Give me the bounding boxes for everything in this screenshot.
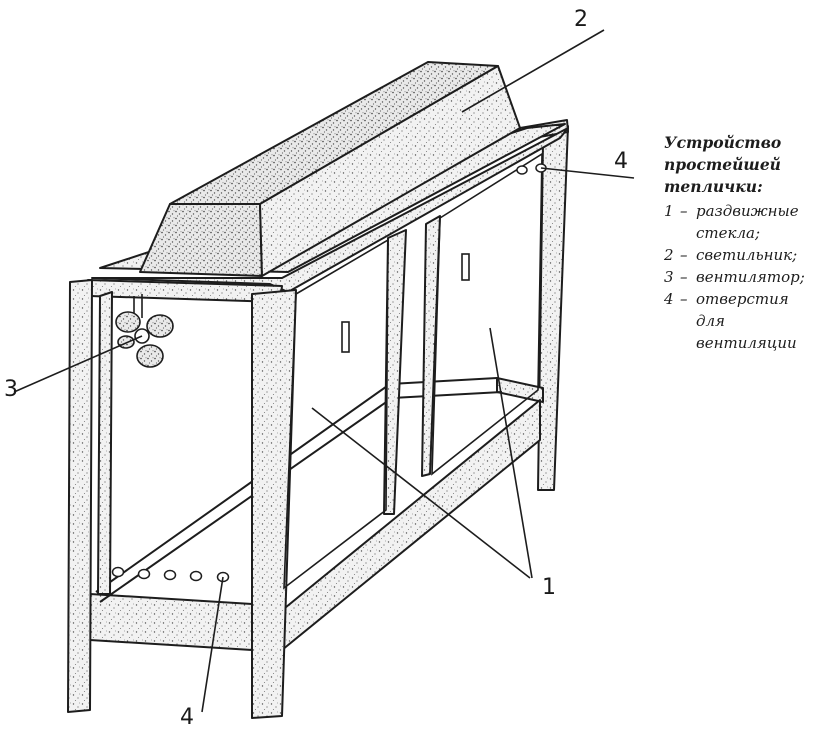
glass-panel-left <box>283 238 389 590</box>
callout-2: 2 <box>574 7 588 32</box>
front-top-rail <box>91 127 569 293</box>
glass-handle-left <box>341 321 350 353</box>
center-post-2 <box>421 215 441 477</box>
vent-holes-bottom <box>111 566 230 583</box>
legend-num: 2 <box>664 246 674 264</box>
callout-4-top: 4 <box>614 149 628 174</box>
legend-dash: – <box>680 290 688 308</box>
legend-text: светильник; <box>696 246 798 264</box>
callout-1: 1 <box>542 575 556 600</box>
front-bottom-rail <box>279 399 541 651</box>
callout-4-bottom: 4 <box>180 705 194 730</box>
legend-item-4: 4 – отверстия для вентиляции <box>664 288 822 354</box>
legend-item-1: 1 – раздвижные стекла; <box>664 200 822 244</box>
legend-text: раздвижные стекла; <box>696 202 799 242</box>
leader-4-bottom <box>201 576 224 713</box>
lamp-left-face <box>139 203 263 277</box>
leader-3 <box>13 335 143 393</box>
leader-1a <box>311 407 531 579</box>
vent-holes-top <box>516 163 547 175</box>
glass-handle-right <box>461 253 470 281</box>
right-bottom-rail <box>496 377 544 403</box>
legend-item-2: 2 – светильник; <box>664 244 822 266</box>
legend-dash: – <box>680 202 688 220</box>
leader-1b <box>489 327 533 579</box>
lamp-front-face <box>259 65 521 277</box>
legend-num: 4 <box>664 290 674 308</box>
back-left-post <box>97 291 113 595</box>
leader-2 <box>461 29 605 113</box>
left-bottom-rail <box>89 593 253 651</box>
legend-dash: – <box>680 268 688 286</box>
greenhouse-frame <box>67 61 569 719</box>
legend-item-3: 3 – вентилятор; <box>664 266 822 288</box>
legend-num: 1 <box>664 202 674 220</box>
leader-4-top <box>540 167 635 179</box>
legend-title: Устройство простейшей теплички: <box>664 133 782 196</box>
center-post <box>383 229 407 515</box>
sliding-glass-panels <box>283 152 543 590</box>
callout-3: 3 <box>4 377 18 402</box>
legend-text: отверстия для вентиляции <box>696 290 797 352</box>
legend-num: 3 <box>664 268 674 286</box>
legend: Устройство простейшей теплички: 1 – разд… <box>664 132 822 354</box>
glass-panel-right <box>431 152 543 476</box>
legend-text: вентилятор; <box>696 268 805 286</box>
back-right-leg <box>537 125 569 491</box>
front-left-leg <box>67 279 93 713</box>
fan-icon <box>115 294 174 368</box>
leader-lines <box>13 29 635 713</box>
front-center-leg <box>251 289 297 719</box>
legend-dash: – <box>680 246 688 264</box>
